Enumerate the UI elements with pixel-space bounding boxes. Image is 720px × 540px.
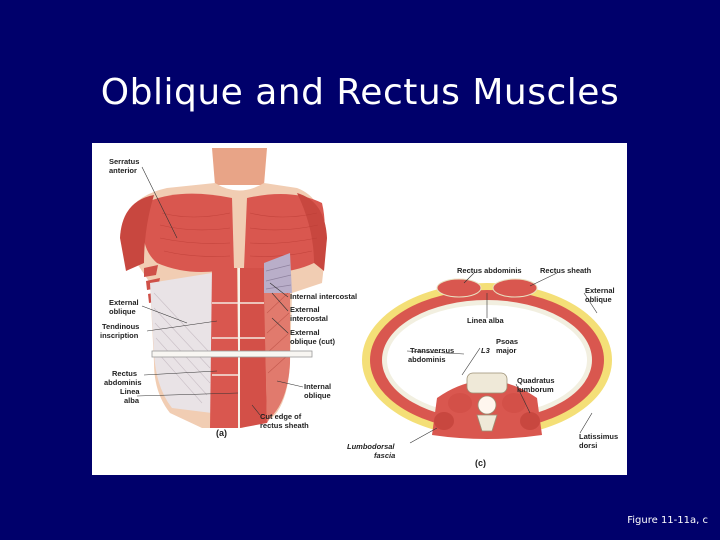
label-int-oblique-2: oblique <box>304 391 331 400</box>
label-rectus-2: abdominis <box>104 378 142 387</box>
torso-illustration <box>120 148 327 428</box>
label-tendinous-1: Tendinous <box>102 322 139 331</box>
label-ext-oblique-2: oblique <box>109 307 136 316</box>
label-ext-oblique-cut-2: oblique (cut) <box>290 337 335 346</box>
label-cut-edge-1: Cut edge of <box>260 412 302 421</box>
label-linea-1: Linea <box>120 387 140 396</box>
slide-title: Oblique and Rectus Muscles <box>100 72 620 113</box>
label-psoas-2: major <box>496 346 517 355</box>
label-int-intercostal: Internal intercostal <box>290 292 357 301</box>
label-psoas-1: Psoas <box>496 337 518 346</box>
label-serratus-1: Serratus <box>109 157 139 166</box>
panel-c-letter: (c) <box>475 458 486 468</box>
label-ext-intercostal-2: intercostal <box>290 314 328 323</box>
cross-section-illustration <box>362 272 612 444</box>
anatomy-figure: Serratus anterior External oblique Tendi… <box>92 143 627 475</box>
label-tendinous-2: inscription <box>100 331 139 340</box>
label-rectus-sheath: Rectus sheath <box>540 266 592 275</box>
label-lumbodorsal-1: Lumbodorsal <box>347 442 395 451</box>
label-c-ext-oblique-2: oblique <box>585 295 612 304</box>
panel-a-letter: (a) <box>216 428 227 438</box>
label-ext-oblique-1: External <box>109 298 139 307</box>
label-latissimus-1: Latissimus <box>579 432 618 441</box>
label-rectus-1: Rectus <box>112 369 137 378</box>
label-c-ext-oblique-1: External <box>585 286 615 295</box>
label-quadratus-1: Quadratus <box>517 376 555 385</box>
label-int-oblique-1: Internal <box>304 382 331 391</box>
label-ext-intercostal-1: External <box>290 305 320 314</box>
anatomy-illustration: Serratus anterior External oblique Tendi… <box>100 148 618 468</box>
label-cut-edge-2: rectus sheath <box>260 421 309 430</box>
label-serratus-2: anterior <box>109 166 137 175</box>
label-l3: L3 <box>481 346 491 355</box>
label-linea-2: alba <box>124 396 140 405</box>
label-linea-alba: Linea alba <box>467 316 505 325</box>
label-ext-oblique-cut-1: External <box>290 328 320 337</box>
label-rectus-abdominis: Rectus abdominis <box>457 266 522 275</box>
label-transversus-2: abdominis <box>408 355 446 364</box>
figure-caption: Figure 11-11a, c <box>627 515 708 526</box>
label-latissimus-2: dorsi <box>579 441 597 450</box>
label-transversus-1: Transversus <box>410 346 454 355</box>
label-lumbodorsal-2: fascia <box>374 451 395 460</box>
label-quadratus-2: lumborum <box>517 385 554 394</box>
